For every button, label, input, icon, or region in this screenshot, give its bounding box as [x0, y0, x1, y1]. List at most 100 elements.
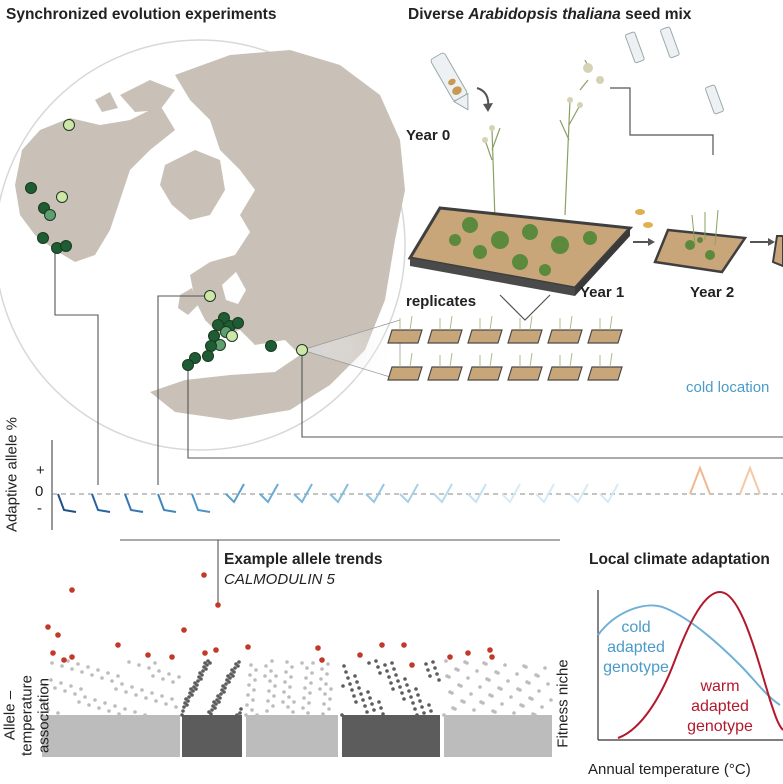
manhattan-point	[387, 675, 391, 679]
year1-label: Year 1	[580, 284, 625, 301]
manhattan-point	[107, 709, 111, 713]
allele-trend-mark	[91, 493, 111, 513]
manhattan-hit	[357, 652, 363, 658]
manhattan-point	[140, 688, 144, 692]
manhattan-point	[302, 696, 306, 700]
manhattan-point	[220, 688, 224, 692]
manhattan-ylabel: Allele – temperature association	[2, 651, 53, 781]
manhattan-ylabel-line2: association	[35, 677, 53, 754]
manhattan-point	[284, 670, 288, 674]
manhattan-point	[206, 659, 210, 663]
warm-label-line: warm	[700, 678, 740, 695]
manhattan-point	[69, 684, 73, 688]
manhattan-point	[215, 698, 219, 702]
manhattan-point	[143, 713, 147, 717]
manhattan-point	[536, 674, 540, 678]
seed-tube-icon	[430, 52, 469, 111]
manhattan-point	[153, 661, 157, 665]
manhattan-point	[322, 702, 326, 706]
manhattan-point	[137, 663, 141, 667]
manhattan-hit	[55, 632, 61, 638]
manhattan-point	[540, 705, 544, 709]
manhattan-point	[366, 690, 370, 694]
manhattan-point	[422, 711, 426, 715]
experiments-title: Synchronized evolution experiments	[6, 6, 277, 23]
manhattan-point	[499, 687, 503, 691]
manhattan-point	[379, 706, 383, 710]
landmass-arctic-islands	[95, 80, 175, 112]
site-marker	[202, 350, 214, 362]
manhattan-point	[270, 659, 274, 663]
manhattan-point	[238, 711, 242, 715]
manhattan-point	[264, 664, 268, 668]
manhattan-point	[263, 674, 267, 678]
allele-trends-strip	[51, 440, 783, 530]
site-marker	[56, 191, 68, 203]
manhattan-point	[403, 677, 407, 681]
manhattan-point	[365, 710, 369, 714]
manhattan-point	[251, 698, 255, 702]
manhattan-point	[255, 713, 259, 717]
manhattan-hit	[401, 642, 407, 648]
example-gene: CALMODULIN 5	[224, 571, 335, 588]
manhattan-point	[53, 686, 57, 690]
manhattan-point	[87, 703, 91, 707]
allele-trend-mark	[157, 493, 177, 513]
year0-label: Year 0	[406, 127, 451, 144]
manhattan-point	[409, 695, 413, 699]
manhattan-point	[327, 707, 331, 711]
manhattan-point	[415, 713, 419, 717]
manhattan-point	[246, 693, 250, 697]
manhattan-point	[177, 675, 181, 679]
manhattan-point	[77, 700, 81, 704]
manhattan-point	[161, 677, 165, 681]
manhattan-point	[424, 662, 428, 666]
manhattan-point	[283, 680, 287, 684]
manhattan-point	[267, 689, 271, 693]
manhattan-point	[433, 666, 437, 670]
site-marker	[60, 240, 72, 252]
manhattan-point	[496, 671, 500, 675]
manhattan-hit	[145, 652, 151, 658]
manhattan-point	[490, 694, 494, 698]
manhattan-hit	[202, 650, 208, 656]
manhattan-point	[289, 675, 293, 679]
manhattan-point	[59, 681, 63, 685]
manhattan-point	[318, 687, 322, 691]
trend-ylabel: Adaptive allele %	[3, 416, 21, 533]
manhattan-point	[216, 694, 220, 698]
manhattan-point	[428, 674, 432, 678]
allele-trend-mark	[399, 483, 419, 504]
manhattan-point	[268, 679, 272, 683]
manhattan-point	[400, 691, 404, 695]
manhattan-point	[363, 704, 367, 708]
manhattan-hit	[409, 662, 415, 668]
manhattan-point	[265, 709, 269, 713]
manhattan-point	[368, 696, 372, 700]
manhattan-point	[487, 678, 491, 682]
cold-location-label: cold location	[686, 379, 770, 396]
manhattan-point	[304, 676, 308, 680]
manhattan-point	[233, 666, 237, 670]
manhattan-point	[202, 665, 206, 669]
manhattan-point	[171, 680, 175, 684]
landmass-north-america	[15, 105, 175, 262]
plant-icon	[484, 59, 591, 221]
manhattan-point	[310, 671, 314, 675]
tube-icon-3	[705, 84, 724, 115]
trend-tick-minus: -	[37, 500, 42, 517]
manhattan-point	[509, 695, 513, 699]
trend-tick-zero: 0	[35, 483, 44, 500]
manhattan-point	[248, 673, 252, 677]
cold-adapted-curve	[597, 604, 781, 706]
manhattan-point	[503, 663, 507, 667]
manhattan-point	[83, 695, 87, 699]
cold-adapted-label: cold adapted genotype	[597, 618, 675, 678]
manhattan-chromosome-block	[246, 715, 338, 757]
tube-icon-1	[625, 31, 645, 64]
manhattan-point	[537, 689, 541, 693]
manhattan-point	[110, 679, 114, 683]
manhattan-point	[97, 706, 101, 710]
manhattan-point	[328, 697, 332, 701]
manhattan-point	[117, 712, 121, 716]
